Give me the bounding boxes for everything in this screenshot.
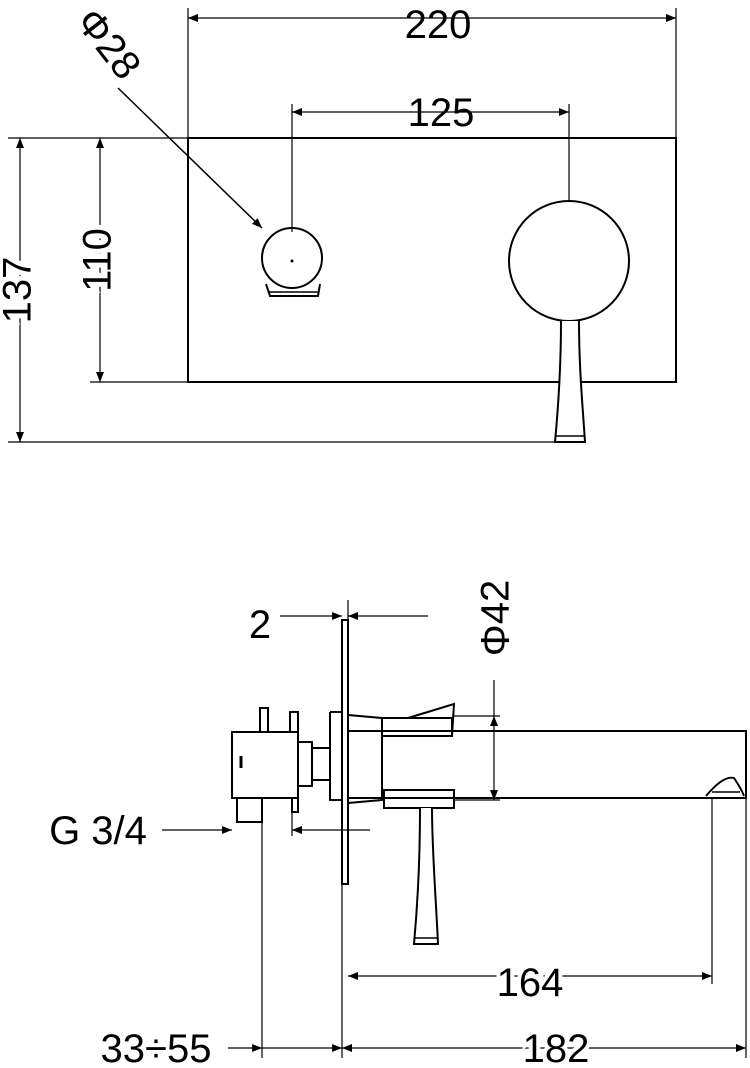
side-view [162, 600, 747, 1058]
leader-phi28 [117, 87, 263, 229]
aerator [705, 776, 745, 797]
label-phi42: Φ42 [474, 580, 518, 656]
spout [348, 730, 747, 799]
label-125: 125 [408, 91, 475, 135]
mixer-lever [553, 320, 587, 443]
label-g34: G 3/4 [49, 809, 147, 853]
diverter-knob [261, 227, 323, 289]
mixer-knob [508, 200, 630, 322]
label-110: 110 [76, 228, 120, 292]
label-2: 2 [249, 603, 271, 647]
label-phi28: Φ28 [67, 0, 149, 87]
label-182: 182 [523, 1027, 590, 1068]
label-220: 220 [405, 3, 472, 47]
wall-plate [187, 137, 677, 383]
front-view [8, 8, 677, 443]
label-137: 137 [0, 257, 40, 324]
side-lever [412, 807, 440, 945]
side-wall-plate [341, 619, 349, 885]
label-33-55: 33÷55 [101, 1027, 212, 1068]
label-164: 164 [497, 961, 564, 1005]
